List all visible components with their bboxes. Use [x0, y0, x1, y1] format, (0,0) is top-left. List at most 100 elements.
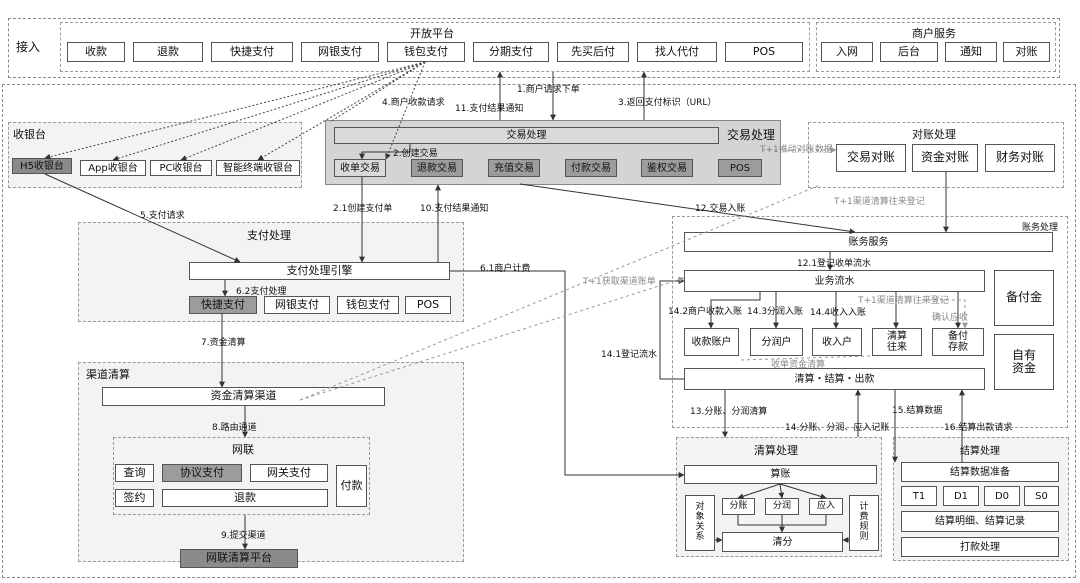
label-4: 4.商户收款请求 [382, 98, 445, 108]
label-61: 6.1商户计费 [480, 264, 531, 274]
cashier-h5[interactable]: H5收银台 [12, 158, 72, 174]
ms-backend[interactable]: 后台 [880, 42, 938, 62]
settle-s0[interactable]: S0 [1024, 486, 1059, 506]
relation-c1: 象 [695, 512, 705, 523]
clearing-io-line1: 清算 [887, 331, 907, 342]
settle-pay[interactable]: 打款处理 [901, 537, 1059, 557]
trade-header-bar: 交易处理 [334, 127, 719, 144]
reconcile-fund[interactable]: 资金对账 [912, 144, 978, 172]
cashier-panel [8, 122, 302, 188]
settle-prep[interactable]: 结算数据准备 [901, 462, 1059, 482]
own-fund-line1: 自有 [1011, 347, 1036, 362]
nu-gateway-pay[interactable]: 网关支付 [250, 464, 328, 482]
nu-sign[interactable]: 签约 [115, 489, 154, 507]
op-quick-pay[interactable]: 快捷支付 [211, 42, 293, 62]
nu-query[interactable]: 查询 [115, 464, 154, 482]
clearing-split[interactable]: 分账 [722, 498, 755, 515]
rules-c3: 则 [859, 531, 869, 542]
pay-ebank[interactable]: 网银支付 [264, 296, 330, 314]
trade-pos[interactable]: POS [718, 159, 762, 177]
accounting-title: 账务处理 [1022, 223, 1059, 233]
netunion-platform[interactable]: 网联清算平台 [180, 549, 298, 568]
own-fund[interactable]: 自有 资金 [994, 334, 1054, 390]
netunion-title: 网联 [232, 443, 254, 456]
label-12: 12.交易入账 [695, 204, 746, 214]
label-7: 7.资金清算 [201, 338, 246, 348]
pay-pos[interactable]: POS [405, 296, 451, 314]
op-proxy-pay[interactable]: 找人代付 [637, 42, 717, 62]
acct-clearing-io[interactable]: 清算 往来 [872, 328, 922, 356]
reserve-deposit-line2: 存款 [948, 342, 968, 353]
trade-auth[interactable]: 鉴权交易 [641, 159, 693, 177]
core-layer [2, 84, 1076, 578]
label-g1: T+1推动对账数据 [760, 145, 833, 155]
cashier-title: 收银台 [13, 128, 46, 141]
trade-title: 交易处理 [727, 128, 776, 142]
open-platform-title: 开放平台 [410, 27, 454, 40]
access-layer [8, 18, 1060, 78]
label-21: 2.1创建支付单 [333, 204, 393, 214]
settle-bar[interactable]: 清算・结算・出款 [684, 368, 985, 390]
trade-recharge[interactable]: 充值交易 [488, 159, 540, 177]
reserve-fund[interactable]: 备付金 [994, 270, 1054, 326]
op-refund[interactable]: 退款 [133, 42, 203, 62]
label-141: 14.1登记流水 [601, 350, 658, 360]
nu-protocol-pay[interactable]: 协议支付 [162, 464, 242, 482]
nu-refund[interactable]: 退款 [162, 489, 328, 507]
clearing-relation: 对 象 关 系 [685, 495, 715, 551]
label-3: 3.返回支付标识（URL） [618, 98, 717, 108]
label-62: 6.2支付处理 [236, 287, 287, 297]
merchant-service-title: 商户服务 [912, 27, 956, 40]
relation-c2: 关 [695, 522, 705, 532]
rules-c1: 费 [859, 512, 869, 523]
fund-clearing-channel[interactable]: 资金清算渠道 [102, 387, 385, 406]
label-1: 1.商户请求下单 [517, 85, 580, 95]
label-2: 2.创建交易 [393, 149, 438, 159]
cashier-app[interactable]: App收银台 [80, 160, 146, 176]
acct-collect[interactable]: 收款账户 [684, 328, 739, 356]
op-wallet-pay[interactable]: 钱包支付 [387, 42, 465, 62]
payment-engine[interactable]: 支付处理引擎 [189, 262, 450, 280]
pay-quick[interactable]: 快捷支付 [189, 296, 257, 314]
reconcile-finance[interactable]: 财务对账 [985, 144, 1055, 172]
reconcile-trade[interactable]: 交易对账 [836, 144, 906, 172]
rules-c2: 规 [859, 522, 869, 532]
label-10: 10.支付结果通知 [420, 204, 489, 214]
trade-refund[interactable]: 退款交易 [411, 159, 463, 177]
channel-title: 渠道清算 [86, 368, 130, 381]
op-ebank-pay[interactable]: 网银支付 [301, 42, 379, 62]
label-g3: T+1获取渠道账单 [583, 277, 656, 287]
settle-t1[interactable]: T1 [901, 486, 937, 506]
op-bnpl[interactable]: 先买后付 [557, 42, 629, 62]
label-9: 9.提交渠道 [221, 531, 266, 541]
settle-d1[interactable]: D1 [943, 486, 979, 506]
own-fund-line2: 资金 [1011, 361, 1036, 375]
cashier-terminal[interactable]: 智能终端收银台 [216, 160, 300, 176]
label-g5: 确认应收 [932, 313, 969, 323]
rules-c0: 计 [859, 502, 869, 513]
clearing-io-line2: 往来 [887, 342, 907, 353]
label-143: 14.3分润入账 [747, 307, 804, 317]
settlement-title: 结算处理 [960, 446, 1000, 457]
relation-c3: 系 [695, 531, 705, 542]
label-16: 16.结算出款请求 [944, 423, 1013, 433]
op-collect[interactable]: 收款 [67, 42, 125, 62]
op-pos[interactable]: POS [725, 42, 803, 62]
pay-wallet[interactable]: 钱包支付 [337, 296, 399, 314]
acct-income[interactable]: 收入户 [812, 328, 862, 356]
settle-detail[interactable]: 结算明细、结算记录 [901, 511, 1059, 532]
payment-title: 支付处理 [247, 229, 291, 242]
clearing-fee-rules: 计 费 规 则 [849, 495, 879, 551]
op-installment[interactable]: 分期支付 [473, 42, 549, 62]
settle-d0[interactable]: D0 [984, 486, 1020, 506]
nu-payout[interactable]: 付款 [336, 465, 367, 507]
label-5: 5.支付请求 [140, 211, 185, 221]
trade-payout[interactable]: 付款交易 [565, 159, 617, 177]
label-144: 14.4收入入账 [810, 308, 867, 318]
accounting-service[interactable]: 账务服务 [684, 232, 1053, 252]
ms-notify[interactable]: 通知 [945, 42, 997, 62]
clearing-title: 清算处理 [754, 444, 798, 457]
ms-onboard[interactable]: 入网 [821, 42, 873, 62]
label-g2: T+1渠道清算往来登记 [834, 197, 925, 207]
ms-reconcile[interactable]: 对账 [1003, 42, 1050, 62]
